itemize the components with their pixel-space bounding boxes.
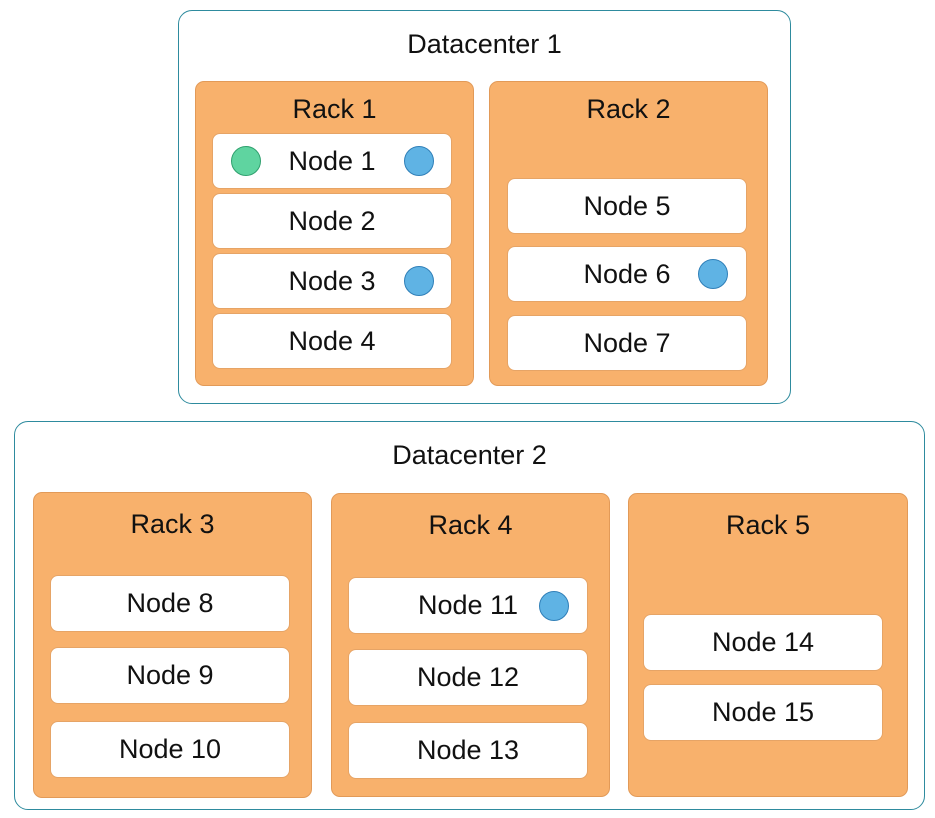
node-2: Node 2 xyxy=(212,193,452,249)
node-label: Node 10 xyxy=(118,734,222,764)
node-label: Node 4 xyxy=(288,325,376,356)
node-label: Node 9 xyxy=(126,660,214,690)
node-label: Node 15 xyxy=(711,697,815,727)
rack-title: Rack 3 xyxy=(130,509,215,539)
datacenter-title: Datacenter 2 xyxy=(392,440,547,470)
rack-title: Rack 4 xyxy=(428,510,513,540)
node-label: Node 2 xyxy=(288,205,376,236)
node-10: Node 10 xyxy=(50,721,290,778)
green-marker-icon xyxy=(231,146,261,176)
rack-title: Rack 2 xyxy=(586,94,671,124)
node-label: Node 13 xyxy=(416,735,520,765)
blue-marker-icon xyxy=(404,266,434,296)
blue-marker-icon xyxy=(698,259,728,289)
node-label: Node 1 xyxy=(288,145,376,176)
rack-3: Rack 3 Node 8 Node 9 Node 10 xyxy=(33,492,312,798)
node-label: Node 5 xyxy=(583,190,671,221)
node-label: Node 6 xyxy=(583,258,671,289)
node-label: Node 3 xyxy=(288,265,376,296)
rack-title: Rack 5 xyxy=(725,510,811,540)
node-14: Node 14 xyxy=(643,614,883,671)
node-label: Node 11 xyxy=(417,590,519,620)
datacenter-title: Datacenter 1 xyxy=(407,29,562,59)
node-8: Node 8 xyxy=(50,575,290,632)
node-label: Node 7 xyxy=(583,327,671,358)
rack-title: Rack 1 xyxy=(292,94,377,124)
node-5: Node 5 xyxy=(507,178,747,234)
node-4: Node 4 xyxy=(212,313,452,369)
rack-4: Rack 4 Node 11 Node 12 Node 13 xyxy=(331,493,610,797)
node-3: Node 3 xyxy=(212,253,452,309)
datacenter-2: Datacenter 2 Rack 3 Node 8 Node 9 Node 1… xyxy=(14,421,925,810)
rack-5: Rack 5 Node 14 Node 15 xyxy=(628,493,908,797)
node-11: Node 11 xyxy=(348,577,588,634)
node-1: Node 1 xyxy=(212,133,452,189)
node-7: Node 7 xyxy=(507,315,747,371)
rack-2: Rack 2 Node 5 Node 6 Node 7 xyxy=(489,81,768,386)
node-label: Node 12 xyxy=(416,662,520,692)
node-9: Node 9 xyxy=(50,647,290,704)
node-15: Node 15 xyxy=(643,684,883,741)
blue-marker-icon xyxy=(539,590,569,621)
node-13: Node 13 xyxy=(348,722,588,779)
node-12: Node 12 xyxy=(348,649,588,706)
node-label: Node 14 xyxy=(711,627,815,657)
blue-marker-icon xyxy=(404,146,434,176)
node-label: Node 8 xyxy=(126,588,214,618)
node-6: Node 6 xyxy=(507,246,747,302)
datacenter-1: Datacenter 1 Rack 1 Node 1 Node 2 Node 3… xyxy=(178,10,791,404)
rack-1: Rack 1 Node 1 Node 2 Node 3 Node 4 xyxy=(195,81,474,386)
